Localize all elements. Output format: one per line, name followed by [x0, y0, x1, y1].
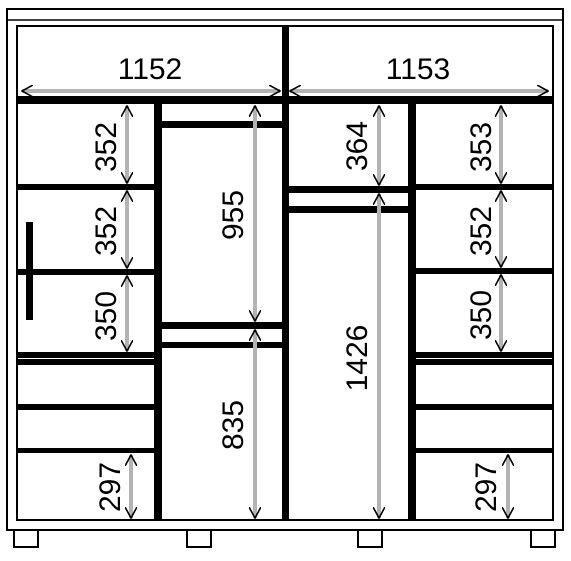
col2-lower-label: 835 — [217, 400, 250, 450]
width-label-right: 1153 — [386, 53, 451, 86]
col1-shelf1-label: 352 — [90, 122, 123, 172]
wardrobe-feet — [13, 529, 556, 548]
dimension-labels: 1152 1153 352 352 350 297 955 835 364 14… — [90, 53, 503, 512]
dimension-arrows — [22, 91, 548, 518]
col1-bottom-label: 297 — [94, 462, 127, 512]
col3-upper-label: 364 — [341, 121, 374, 171]
col2-upper-label: 955 — [217, 190, 250, 240]
col1-shelf2-label: 352 — [90, 206, 123, 256]
width-label-left: 1152 — [118, 53, 183, 86]
wardrobe-panels — [17, 26, 553, 520]
col3-lower-label: 1426 — [341, 325, 374, 392]
col4-bottom-label: 297 — [470, 462, 503, 512]
col1-shelf3-label: 350 — [90, 291, 123, 341]
col4-shelf1-label: 353 — [465, 122, 498, 172]
col4-shelf3-label: 350 — [465, 290, 498, 340]
col4-shelf2-label: 352 — [465, 206, 498, 256]
